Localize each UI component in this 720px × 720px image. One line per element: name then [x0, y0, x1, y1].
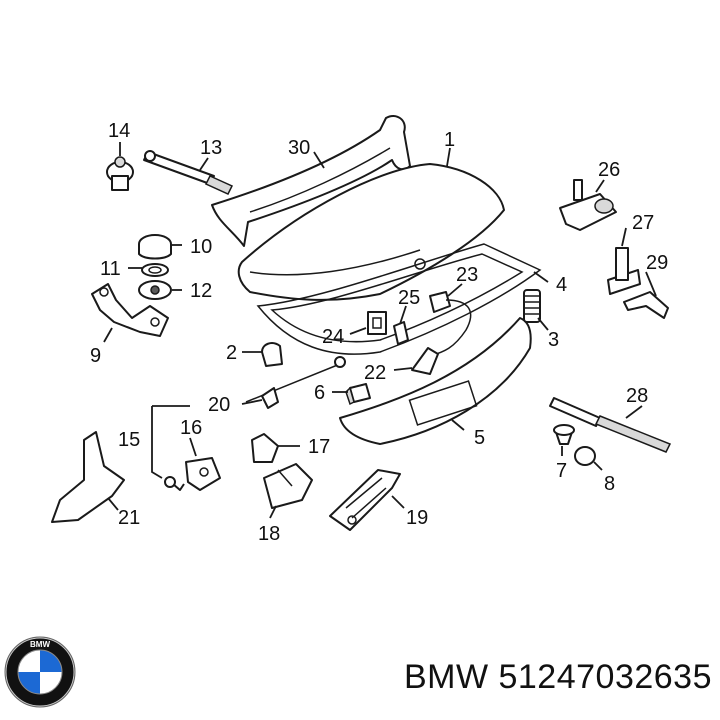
callout-25: 25: [398, 287, 420, 309]
callout-27: 27: [632, 212, 654, 234]
callout-1: 1: [444, 129, 455, 151]
part-hinge-lever: [623, 291, 669, 319]
leader-lines: [103, 142, 657, 519]
callout-24: 24: [322, 326, 344, 348]
part-hinge-bracket: [91, 283, 169, 337]
part-buffer: [261, 342, 283, 367]
part-washer: [141, 263, 169, 277]
part-cap: [553, 424, 575, 445]
part-trim-clip: [345, 383, 371, 406]
callout-6: 6: [314, 382, 325, 404]
part-bump-stop: [138, 234, 172, 260]
callout-23: 23: [456, 264, 478, 286]
part-latch-housing: [263, 463, 313, 509]
callout-10: 10: [190, 236, 212, 258]
callout-9: 9: [90, 345, 101, 367]
logo-lettering: BMW: [30, 640, 50, 649]
part-striker: [367, 311, 387, 335]
callout-16: 16: [180, 417, 202, 439]
part-damper-strut: [549, 397, 672, 453]
bracket-line-15: [151, 405, 190, 479]
callout-20: 20: [208, 394, 230, 416]
callout-4: 4: [556, 274, 567, 296]
bmw-logo-icon: BMW: [4, 636, 76, 708]
part-damper-pad: [138, 280, 172, 300]
part-cable-clip: [393, 321, 409, 345]
part-bracket: [607, 247, 641, 295]
part-upper-mount: [106, 156, 134, 191]
part-grip-handle: [411, 347, 439, 375]
part-lock-mechanism: [329, 469, 401, 531]
callout-8: 8: [604, 473, 615, 495]
part-plug: [574, 446, 596, 466]
callout-7: 7: [556, 460, 567, 482]
part-release-switch: [429, 291, 472, 357]
callout-14: 14: [108, 120, 130, 142]
part-actuator: [559, 179, 617, 231]
callout-22: 22: [364, 362, 386, 384]
callout-12: 12: [190, 280, 212, 302]
callout-21: 21: [118, 507, 140, 529]
part-bolt: [164, 476, 185, 491]
part-trunk-lid: [237, 163, 505, 301]
callout-15: 15: [118, 429, 140, 451]
callout-17: 17: [308, 436, 330, 458]
part-number-caption: BMW 51247032635: [403, 658, 712, 696]
part-lid-inner-frame: [256, 243, 542, 355]
callout-11: 11: [100, 258, 121, 280]
callout-labels: 1 2 3 4 5 6 7 8 9 10 11 12 13 14 15 16 1…: [90, 120, 668, 545]
callout-26: 26: [598, 159, 620, 181]
callout-5: 5: [474, 427, 485, 449]
part-bellows-stop: [523, 289, 541, 323]
callout-3: 3: [548, 329, 559, 351]
callout-13: 13: [200, 137, 222, 159]
part-latch-mount: [185, 457, 221, 491]
callout-28: 28: [626, 385, 648, 407]
part-trim-panel: [339, 317, 532, 445]
callout-29: 29: [646, 252, 668, 274]
callout-2: 2: [226, 342, 237, 364]
part-lock-rod: [245, 356, 346, 409]
part-side-hinge: [51, 431, 125, 523]
part-gas-strut: [143, 150, 234, 195]
callout-19: 19: [406, 507, 428, 529]
callout-30: 30: [288, 137, 310, 159]
callout-18: 18: [258, 523, 280, 545]
brand-footer: BMW BMW 51247032635: [0, 628, 720, 720]
part-small-bracket: [251, 433, 279, 463]
